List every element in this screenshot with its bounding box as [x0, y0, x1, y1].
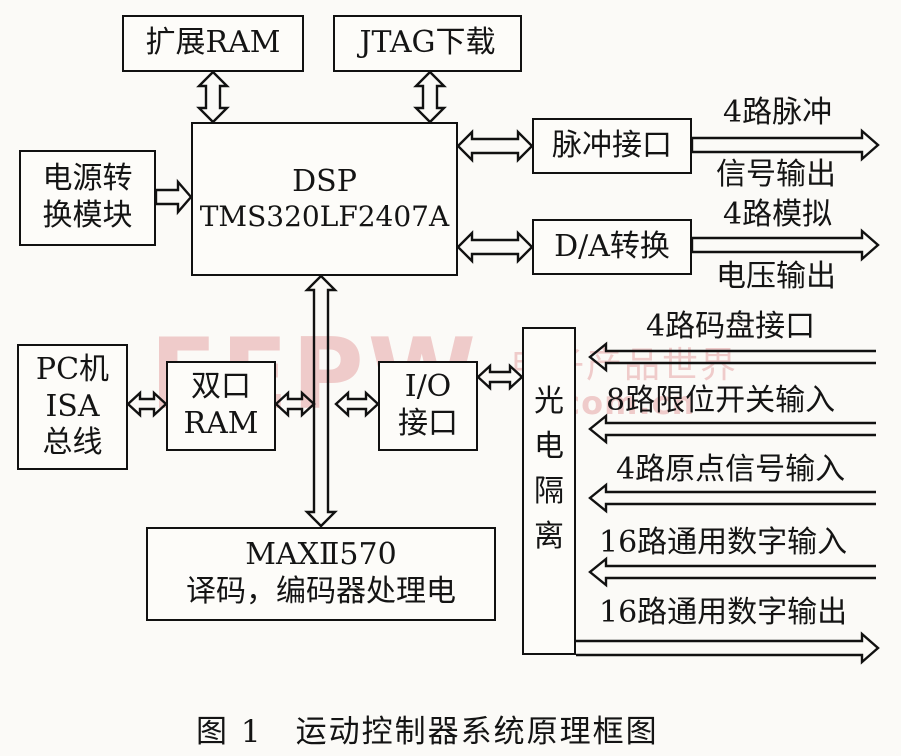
- ext-ram-dsp-arrow: [196, 70, 230, 124]
- analog-output-label-line1: 4路模拟: [723, 197, 833, 232]
- origin-input-arrow: [588, 482, 876, 514]
- jtag-label: JTAG下载: [359, 25, 496, 61]
- figure-caption: 图 1 运动控制器系统原理框图: [196, 714, 659, 750]
- jtag-dsp-arrow: [413, 70, 447, 124]
- maxii-block: MAXⅡ570 译码，编码器处理电: [146, 527, 496, 621]
- pc-ram-arrow: [126, 390, 168, 418]
- encoder-input-arrow: [588, 341, 876, 373]
- jtag-block: JTAG下载: [333, 15, 522, 72]
- dsp-da-arrow: [456, 230, 534, 264]
- dsp-label: DSP: [292, 163, 357, 199]
- power-dsp-arrow: [154, 178, 193, 216]
- opto-char-3: 隔: [534, 474, 564, 509]
- pulse-output-label-line1: 4路脉冲: [723, 95, 833, 130]
- pulse-interface-block: 脉冲接口: [532, 118, 692, 174]
- encoder-input-label: 4路码盘接口: [646, 309, 816, 344]
- power-label-line1: 电源转: [42, 161, 133, 197]
- digital-output-label: 16路通用数字输出: [599, 595, 848, 630]
- analog-output-arrow: [690, 228, 880, 262]
- opto-char-4: 离: [534, 519, 564, 554]
- ram-bus-arrow: [274, 390, 316, 418]
- opto-char-1: 光: [534, 384, 564, 419]
- io-label-line1: I/O: [404, 369, 452, 405]
- dsp-block: DSP TMS320LF2407A: [191, 122, 458, 276]
- dual-ram-label-line1: 双口: [191, 369, 251, 405]
- da-label: D/A转换: [554, 228, 670, 264]
- dsp-pulse-arrow: [456, 129, 534, 163]
- power-label-line2: 换模块: [42, 198, 133, 233]
- digital-input-arrow: [588, 556, 876, 588]
- limit-input-label: 8路限位开关输入: [606, 383, 836, 418]
- power-block: 电源转 换模块: [19, 150, 156, 246]
- dual-ram-label-line2: RAM: [183, 406, 259, 441]
- io-label-line2: 接口: [398, 406, 458, 441]
- isa-label: ISA: [45, 388, 100, 424]
- bus-label: 总线: [42, 425, 103, 461]
- digital-input-label: 16路通用数字输入: [599, 525, 848, 560]
- dsp-model: TMS320LF2407A: [199, 200, 450, 234]
- pulse-output-arrow: [690, 128, 880, 162]
- io-block: I/O 接口: [378, 361, 478, 451]
- bus-io-arrow: [334, 390, 380, 418]
- pulse-output-label-line2: 信号输出: [716, 157, 836, 192]
- ext-ram-label: 扩展RAM: [145, 25, 281, 61]
- pc-label: PC机: [35, 352, 110, 388]
- da-block: D/A转换: [532, 219, 692, 275]
- opto-char-2: 电: [534, 429, 564, 464]
- origin-input-label: 4路原点信号输入: [616, 452, 846, 487]
- dsp-maxii-bus: [304, 274, 338, 528]
- ext-ram-block: 扩展RAM: [122, 15, 304, 72]
- maxii-label: MAXⅡ570: [245, 537, 397, 573]
- digital-output-arrow: [576, 631, 880, 665]
- pc-isa-block: PC机 ISA 总线: [17, 344, 128, 470]
- maxii-desc: 译码，编码器处理电: [186, 574, 456, 609]
- analog-output-label-line2: 电压输出: [716, 259, 836, 294]
- limit-input-arrow: [588, 413, 876, 445]
- opto-isolation-block: 光 电 隔 离: [522, 327, 576, 655]
- pulse-interface-label: 脉冲接口: [552, 127, 672, 163]
- dual-ram-block: 双口 RAM: [166, 361, 276, 451]
- io-opto-arrow: [476, 363, 524, 391]
